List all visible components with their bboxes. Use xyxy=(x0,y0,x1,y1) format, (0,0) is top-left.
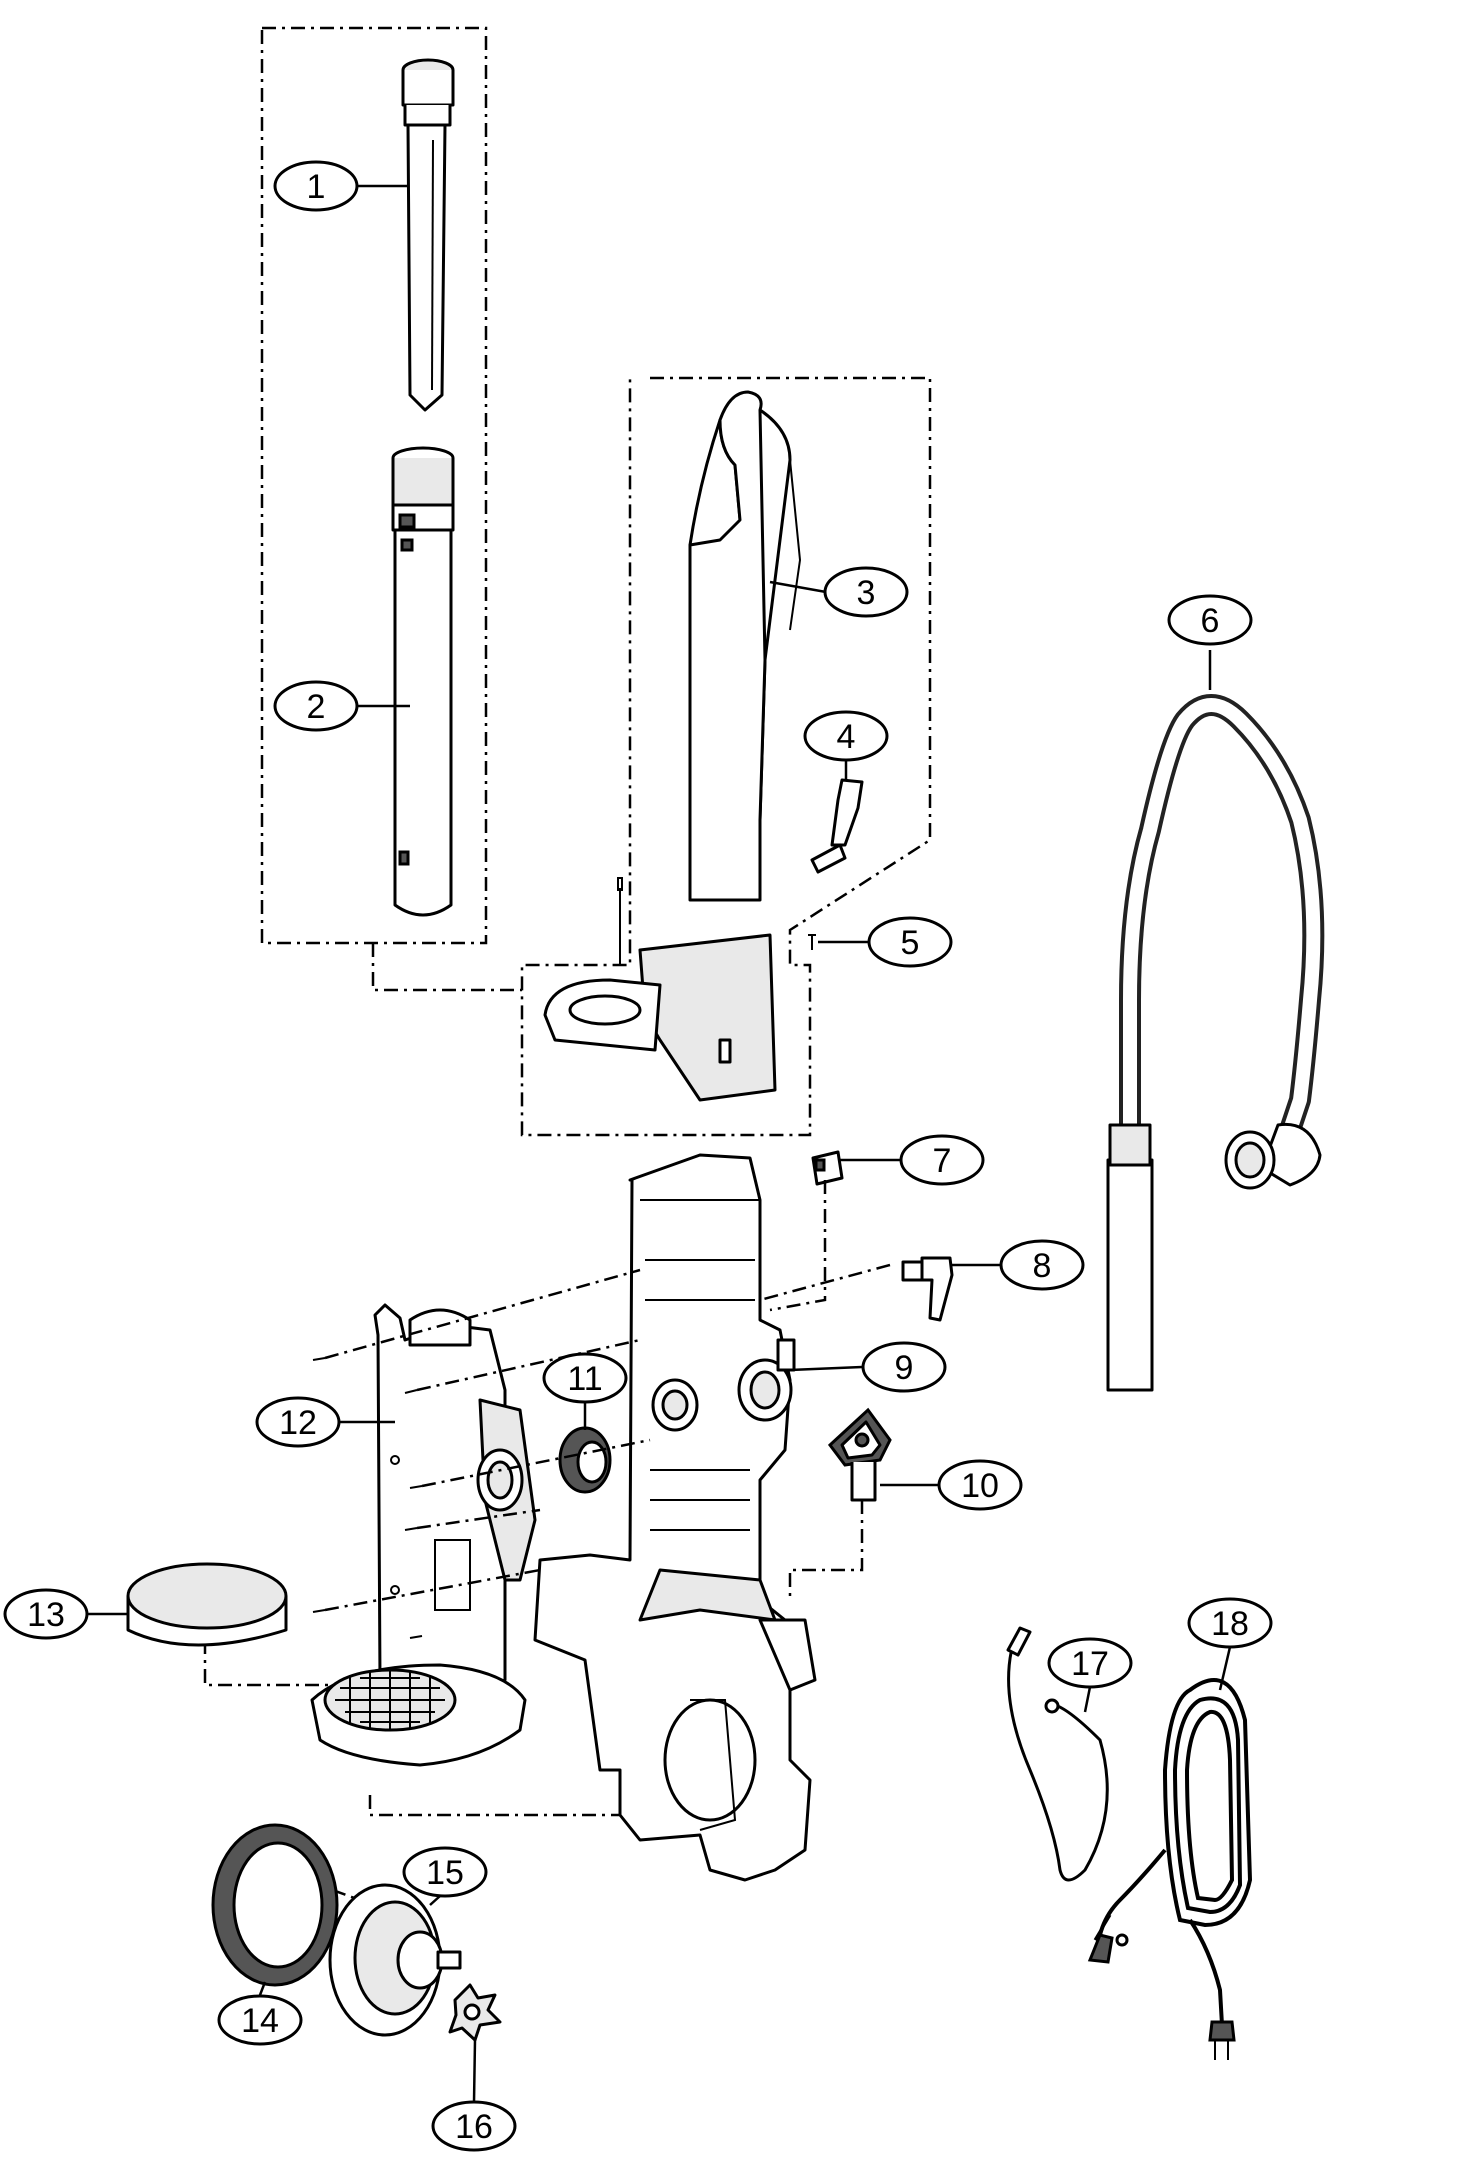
callout-4: 4 xyxy=(803,710,889,762)
callout-13: 13 xyxy=(3,1588,89,1640)
part-11-seal-ring xyxy=(558,1426,612,1494)
part-18-power-cord xyxy=(1087,1678,1253,2060)
part-2-lower-wand xyxy=(391,446,455,917)
part-15-motor xyxy=(328,1883,462,2037)
callout-18-label: 18 xyxy=(1211,1605,1249,1643)
leader-lines xyxy=(88,184,1232,2103)
callout-7-label: 7 xyxy=(933,1142,952,1180)
callout-3-label: 3 xyxy=(857,574,876,612)
callout-11: 11 xyxy=(542,1352,628,1404)
part-8-latch xyxy=(901,1256,954,1322)
part-17-wire xyxy=(1006,1626,1109,1882)
screws-rear-housing xyxy=(312,1357,423,1639)
callout-13-label: 13 xyxy=(27,1596,65,1634)
callout-8: 8 xyxy=(999,1239,1085,1291)
part-6-hose xyxy=(1106,694,1325,1392)
part-13-filter xyxy=(126,1562,288,1647)
callout-8-label: 8 xyxy=(1033,1247,1052,1285)
part-3-handle xyxy=(543,390,802,1102)
callout-18: 18 xyxy=(1187,1597,1273,1649)
part-16-fan xyxy=(448,1983,502,2042)
handle-assembly-box xyxy=(520,376,932,1137)
callout-7: 7 xyxy=(899,1134,985,1186)
callout-1: 1 xyxy=(273,160,359,212)
callout-2: 2 xyxy=(273,680,359,732)
callout-14: 14 xyxy=(217,1994,303,2046)
callout-9-label: 9 xyxy=(895,1349,914,1387)
callout-3: 3 xyxy=(823,566,909,618)
part-1-upper-wand xyxy=(401,58,455,412)
callout-9: 9 xyxy=(861,1341,947,1393)
callout-11-label: 11 xyxy=(567,1360,602,1398)
assembly-dash-lines xyxy=(203,1180,891,1902)
wand-to-handle-link xyxy=(371,943,522,992)
part-7-switch xyxy=(811,1150,844,1186)
part-4-release-lever xyxy=(810,778,864,874)
callout-1-label: 1 xyxy=(307,168,326,206)
callout-14-label: 14 xyxy=(241,2002,279,2040)
callout-6: 6 xyxy=(1167,594,1253,646)
part-14-motor-ring xyxy=(211,1823,339,1987)
callout-4-label: 4 xyxy=(837,718,856,756)
callout-10-label: 10 xyxy=(961,1467,999,1505)
part-9-main-body xyxy=(533,1153,817,1882)
callout-16-label: 16 xyxy=(455,2108,493,2146)
callout-15-label: 15 xyxy=(426,1854,464,1892)
callout-16: 16 xyxy=(431,2100,517,2152)
callout-17-label: 17 xyxy=(1071,1645,1109,1683)
callout-12: 12 xyxy=(255,1396,341,1448)
callout-2-label: 2 xyxy=(307,688,326,726)
part-5-screw xyxy=(808,934,816,950)
callout-5: 5 xyxy=(867,916,953,968)
part-10-nozzle xyxy=(827,1407,892,1502)
callout-15: 15 xyxy=(402,1846,488,1898)
callout-12-label: 12 xyxy=(279,1404,317,1442)
part-12-rear-housing xyxy=(310,1303,537,1767)
callout-5-label: 5 xyxy=(901,924,920,962)
callout-17: 17 xyxy=(1047,1637,1133,1689)
callout-10: 10 xyxy=(937,1459,1023,1511)
callout-6-label: 6 xyxy=(1201,602,1220,640)
